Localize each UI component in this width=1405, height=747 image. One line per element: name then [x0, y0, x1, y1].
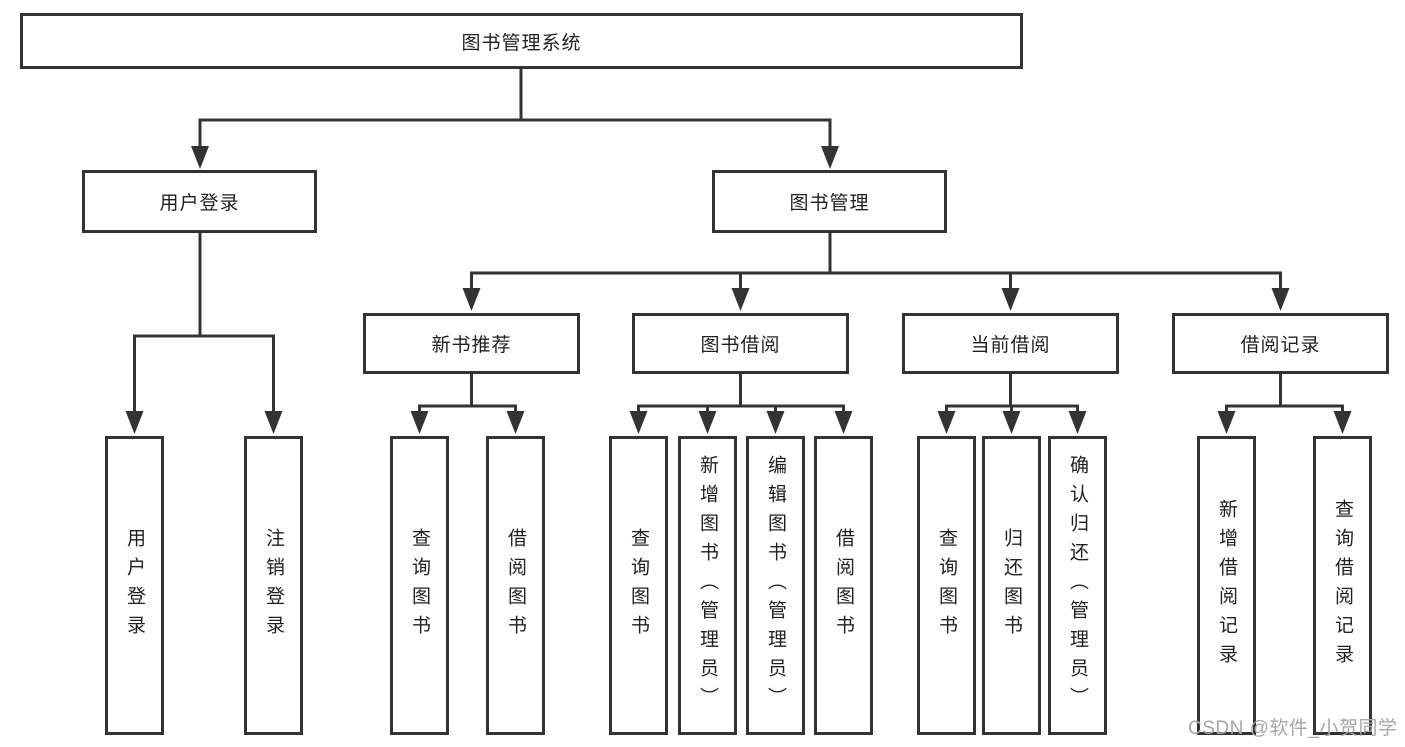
- arrow-down-icon: [766, 411, 785, 434]
- csdn-watermark: CSDN @软件_小贺同学: [1188, 718, 1398, 739]
- arrow-down-icon: [629, 411, 648, 434]
- node-label: 图书管理: [789, 193, 870, 214]
- node-label: 新增借阅记录: [1216, 498, 1237, 673]
- node-label: 图书管理系统: [461, 32, 582, 54]
- leaf-user-login: 用户登录: [105, 436, 164, 735]
- arrow-down-icon: [1271, 288, 1290, 311]
- node-label: 借阅图书: [833, 527, 854, 644]
- arrow-down-icon: [1068, 411, 1087, 434]
- leaf-query-books-current: 查询图书: [917, 436, 976, 735]
- arrow-down-icon: [1217, 411, 1236, 434]
- leaf-logout: 注销登录: [244, 436, 303, 735]
- arrow-down-icon: [191, 146, 209, 169]
- leaf-edit-book-admin: 编辑图书（管理员）: [746, 436, 805, 735]
- leaf-confirm-return-admin: 确认归还（管理员）: [1048, 436, 1107, 735]
- arrow-down-icon: [125, 411, 144, 434]
- node-book-management: 图书管理: [712, 170, 947, 233]
- node-label: 确认归还（管理员）: [1067, 455, 1088, 716]
- node-borrow-records: 借阅记录: [1172, 313, 1389, 374]
- arrow-down-icon: [937, 411, 956, 434]
- arrow-down-icons: [125, 146, 1352, 434]
- node-current-borrow: 当前借阅: [902, 313, 1119, 374]
- node-label: 借阅图书: [505, 527, 526, 644]
- arrow-down-icon: [1002, 411, 1021, 434]
- leaf-borrow-books: 借阅图书: [814, 436, 873, 735]
- arrow-down-icon: [1333, 411, 1352, 434]
- arrow-down-icon: [264, 411, 283, 434]
- arrow-down-icon: [462, 288, 481, 311]
- leaf-query-books-borrow: 查询图书: [609, 436, 668, 735]
- node-book-borrow: 图书借阅: [632, 313, 849, 374]
- node-label: 图书借阅: [700, 335, 781, 356]
- node-label: 归还图书: [1001, 527, 1022, 644]
- leaf-query-books-recommend: 查询图书: [390, 436, 449, 735]
- leaf-query-borrow-record: 查询借阅记录: [1313, 436, 1372, 735]
- node-label: 用户登录: [124, 527, 145, 644]
- node-label: 查询图书: [409, 527, 430, 644]
- node-label: 查询图书: [936, 527, 957, 644]
- node-label: 新增图书（管理员）: [697, 455, 718, 716]
- node-label: 当前借阅: [970, 335, 1051, 356]
- arrow-down-icon: [698, 411, 717, 434]
- node-label: 编辑图书（管理员）: [765, 455, 786, 716]
- arrow-down-icon: [821, 146, 839, 169]
- node-library-system: 图书管理系统: [20, 13, 1023, 69]
- arrow-down-icon: [1001, 288, 1020, 311]
- node-label: 新书推荐: [431, 335, 512, 356]
- node-user-login: 用户登录: [82, 170, 317, 233]
- node-new-book-recommend: 新书推荐: [363, 313, 580, 374]
- arrow-down-icon: [506, 411, 525, 434]
- connector-lines: [133, 69, 1344, 412]
- node-label: 借阅记录: [1240, 335, 1321, 356]
- node-label: 查询借阅记录: [1332, 498, 1353, 673]
- node-label: 注销登录: [263, 527, 284, 644]
- arrow-down-icon: [731, 288, 750, 311]
- node-label: 查询图书: [628, 527, 649, 644]
- leaf-return-book: 归还图书: [982, 436, 1041, 735]
- arrow-down-icon: [834, 411, 853, 434]
- leaf-borrow-books-recommend: 借阅图书: [486, 436, 545, 735]
- leaf-add-borrow-record: 新增借阅记录: [1197, 436, 1256, 735]
- arrow-down-icon: [410, 411, 429, 434]
- leaf-add-book-admin: 新增图书（管理员）: [678, 436, 737, 735]
- node-label: 用户登录: [159, 193, 240, 214]
